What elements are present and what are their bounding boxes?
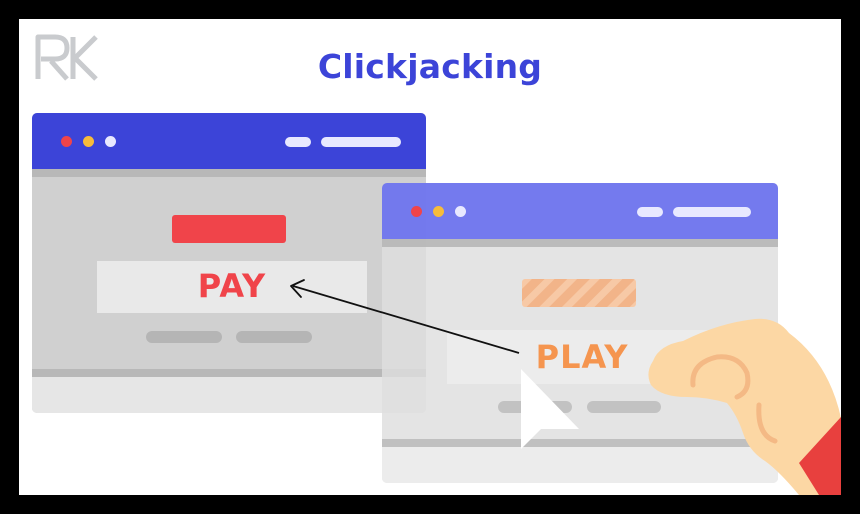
page-title: Clickjacking <box>317 47 543 86</box>
pay-footer-pill-right <box>236 331 312 343</box>
maximize-dot-icon <box>105 136 116 147</box>
play-window-footer <box>382 447 778 483</box>
play-striped-banner <box>522 279 636 307</box>
rk-logo-icon <box>35 34 98 81</box>
toolbar-pill-short <box>637 207 663 217</box>
arrow-icon <box>290 279 520 354</box>
toolbar-pill-short <box>285 137 311 147</box>
close-dot-icon <box>61 136 72 147</box>
toolbar-pill-long <box>321 137 401 147</box>
minimize-dot-icon <box>83 136 94 147</box>
toolbar-pill-long <box>673 207 751 217</box>
pay-footer-pill-left <box>146 331 222 343</box>
pay-window-bottomstripe <box>32 369 426 377</box>
hand-icon <box>648 318 841 495</box>
cursor-pointer-icon <box>521 369 579 449</box>
play-window-topstripe <box>382 239 778 247</box>
maximize-dot-icon <box>455 206 466 217</box>
close-dot-icon <box>411 206 422 217</box>
pay-button-area[interactable]: PAY <box>97 261 367 313</box>
minimize-dot-icon <box>433 206 444 217</box>
illustration-canvas: Clickjacking PAY <box>19 19 841 495</box>
play-label: PLAY <box>535 338 629 376</box>
pay-window-footer <box>32 377 426 413</box>
pay-browser-window: PAY <box>32 113 426 413</box>
play-window-bottomstripe <box>382 439 778 447</box>
pay-label: PAY <box>197 267 267 305</box>
pay-red-banner <box>172 215 286 243</box>
pay-window-topstripe <box>32 169 426 177</box>
play-footer-pill-right <box>587 401 661 413</box>
